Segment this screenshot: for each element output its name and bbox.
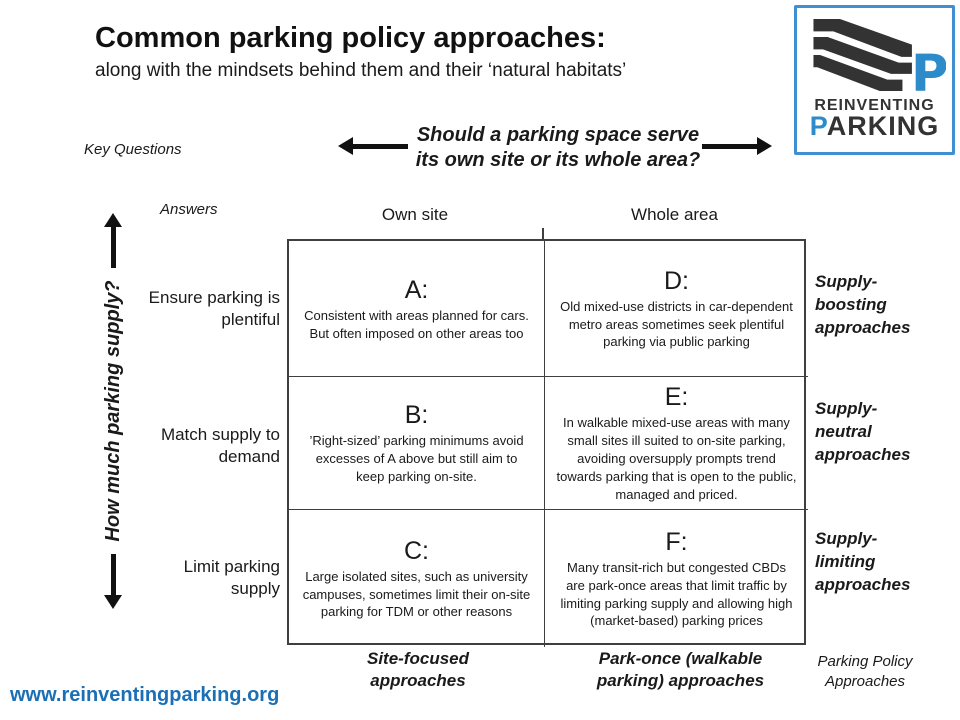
matrix-cell-f: F: Many transit-rich but congested CBDs … [545, 510, 808, 647]
column-header-own-site: Own site [381, 205, 449, 224]
cell-text: Old mixed-use districts in car-dependent… [560, 298, 793, 350]
side-label-supply-limiting: Supply- limiting approaches [815, 529, 911, 594]
row-label-limit-supply: Limit parking supply [183, 557, 280, 598]
matrix-cell-c: C: Large isolated sites, such as univers… [289, 510, 545, 647]
cell-id: A: [404, 275, 429, 304]
page-subtitle: along with the mindsets behind them and … [95, 60, 627, 81]
matrix-cell-e: E: In walkable mixed-use areas with many… [545, 377, 808, 510]
row-label-match-supply: Match supply to demand [160, 425, 280, 466]
arrow-right-icon [702, 137, 772, 155]
cell-text: Consistent with areas planned for cars. … [304, 307, 529, 341]
side-label-supply-boosting: Supply- boosting approaches [815, 272, 911, 337]
key-questions-label: Key Questions [84, 141, 182, 158]
cell-id: B: [404, 401, 429, 430]
cell-id: D: [664, 266, 689, 295]
parking-ramp-icon: P [812, 19, 946, 97]
page-title: Common parking policy approaches: [95, 22, 606, 54]
cell-text: Many transit-rich but congested CBDs are… [560, 559, 793, 629]
horizontal-axis-question: Should a parking space serve its own sit… [415, 124, 701, 171]
logo-p-letter: P [910, 45, 945, 97]
cell-text: ’Right-sized’ parking minimums avoid exc… [309, 433, 524, 484]
logo-word-parking: PARKING [810, 113, 940, 140]
reinventing-parking-logo: P REINVENTING PARKING [794, 5, 955, 155]
arrow-down-icon [110, 554, 116, 596]
column-divider-tick [542, 228, 544, 239]
cell-id: E: [664, 383, 689, 412]
cell-text: Large isolated sites, such as university… [302, 568, 531, 620]
logo-word-parking-initial: P [809, 111, 827, 142]
row-label-ensure-plentiful: Ensure parking is plentiful [148, 288, 280, 329]
matrix-cell-b: B: ’Right-sized’ parking minimums avoid … [289, 377, 545, 510]
cell-id: C: [404, 536, 429, 565]
cell-text: In walkable mixed-use areas with many sm… [556, 415, 797, 502]
matrix-cell-a: A: Consistent with areas planned for car… [289, 241, 545, 377]
arrow-up-icon [110, 226, 116, 269]
vertical-axis: How much parking supply? [97, 226, 129, 596]
cell-id: F: [665, 527, 688, 556]
bottom-label-park-once: Park-once (walkable parking) approaches [596, 649, 765, 691]
arrow-left-icon [338, 137, 408, 155]
vertical-axis-question: How much parking supply? [101, 280, 124, 542]
column-header-whole-area: Whole area [631, 205, 718, 224]
matrix-cell-d: D: Old mixed-use districts in car-depend… [545, 241, 808, 377]
website-link[interactable]: www.reinventingparking.org [10, 684, 280, 706]
logo-word-reinventing: REINVENTING [814, 97, 935, 114]
corner-label-parking-policy-approaches: Parking Policy Approaches [817, 653, 913, 691]
policy-matrix: A: Consistent with areas planned for car… [287, 239, 808, 647]
bottom-label-site-focused: Site-focused approaches [366, 649, 470, 691]
side-label-supply-neutral: Supply- neutral approaches [815, 399, 911, 464]
answers-label: Answers [160, 201, 218, 218]
logo-word-parking-rest: ARKING [826, 111, 940, 142]
